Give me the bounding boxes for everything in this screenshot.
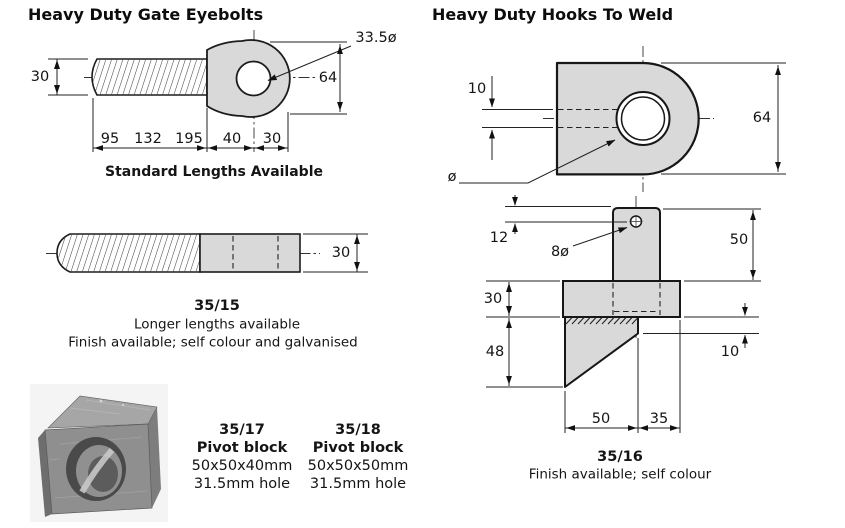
dim-gusset-height: 48 bbox=[485, 343, 505, 360]
rod-part-code: 35/15 bbox=[194, 297, 240, 314]
pivot-block-code-1: 35/17 bbox=[219, 421, 265, 438]
hook-gusset bbox=[564, 316, 639, 388]
hook-part-code: 35/16 bbox=[597, 448, 643, 465]
pivot-block-size-1: 50x50x40mm bbox=[191, 457, 293, 474]
diameter-symbol: ø bbox=[447, 168, 457, 185]
rod-note-lengths: Longer lengths available bbox=[133, 316, 301, 333]
dim-base-50: 50 bbox=[591, 410, 611, 427]
dim-shaft-diameter: 30 bbox=[30, 68, 50, 85]
eyebolt-drawing bbox=[48, 30, 352, 152]
dim-length-95: 95 bbox=[100, 130, 120, 147]
dim-step-height: 10 bbox=[720, 343, 740, 360]
dim-top-to-hole: 12 bbox=[489, 229, 509, 246]
dim-rod-diameter: 30 bbox=[331, 244, 351, 261]
dim-length-132: 132 bbox=[134, 130, 162, 147]
pivot-block-photo bbox=[30, 384, 168, 522]
standard-lengths-caption: Standard Lengths Available bbox=[105, 164, 323, 180]
eyebolt-dimensions bbox=[48, 41, 352, 152]
hook-side-view bbox=[486, 195, 761, 433]
dim-slot-width: 10 bbox=[467, 80, 487, 97]
dim-plate-thickness: 30 bbox=[483, 290, 503, 307]
hook-eye-hole bbox=[615, 91, 671, 146]
dim-eye-height: 64 bbox=[318, 69, 338, 86]
pivot-block-name-2: Pivot block bbox=[312, 439, 404, 456]
dim-hole-to-end: 30 bbox=[262, 130, 282, 147]
pivot-block-hole-1: 31.5mm hole bbox=[193, 475, 291, 492]
pivot-block-code-2: 35/18 bbox=[335, 421, 381, 438]
weld-hatching bbox=[565, 317, 639, 325]
rod-dimensions bbox=[303, 233, 368, 273]
left-section-title: Heavy Duty Gate Eyebolts bbox=[28, 5, 264, 24]
hook-plate bbox=[562, 280, 681, 318]
dim-hook-height: 64 bbox=[752, 109, 772, 126]
dim-pin-hole: 8ø bbox=[550, 243, 570, 260]
rod-plain-part bbox=[199, 233, 301, 273]
eyebolt-hole bbox=[235, 60, 272, 97]
dim-eye-to-hole: 40 bbox=[222, 130, 242, 147]
hook-front-dimensions bbox=[459, 62, 786, 184]
pivot-block-name-1: Pivot block bbox=[196, 439, 288, 456]
pivot-block-size-2: 50x50x50mm bbox=[307, 457, 409, 474]
hook-pin bbox=[612, 207, 661, 282]
hook-front-view bbox=[459, 46, 786, 192]
right-section-title: Heavy Duty Hooks To Weld bbox=[432, 5, 674, 24]
dim-pin-height: 50 bbox=[729, 231, 749, 248]
rod-note-finish: Finish available; self colour and galvan… bbox=[68, 334, 358, 351]
dim-hole-diameter: 33.5ø bbox=[355, 29, 397, 46]
dim-base-35: 35 bbox=[649, 410, 669, 427]
rod-drawing bbox=[46, 233, 368, 273]
pivot-block-hole-2: 31.5mm hole bbox=[309, 475, 407, 492]
dim-length-195: 195 bbox=[175, 130, 203, 147]
hook-note-finish: Finish available; self colour bbox=[528, 466, 712, 483]
hook-side-dimensions bbox=[486, 195, 761, 433]
